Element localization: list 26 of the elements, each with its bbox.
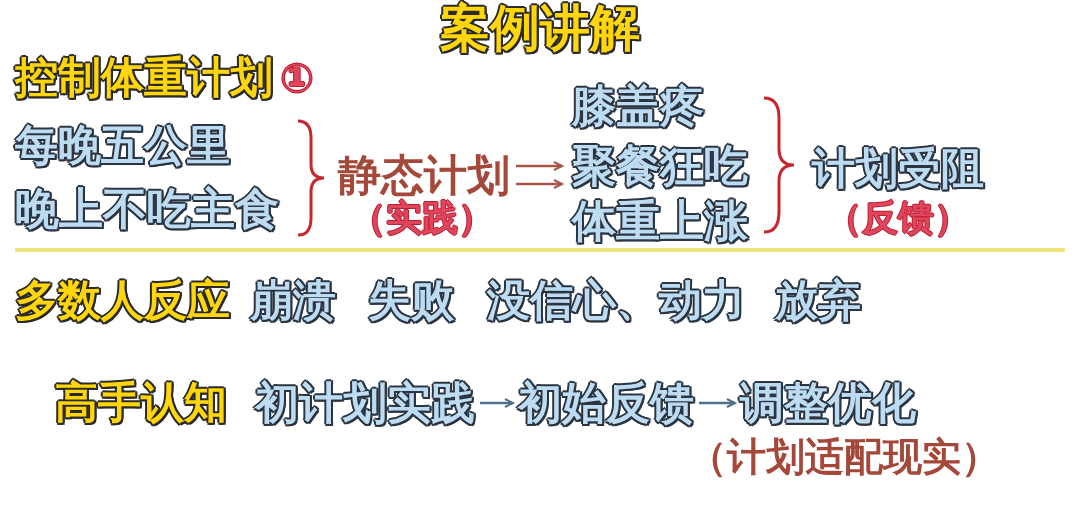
section-heading: 高手认知: [55, 381, 227, 424]
step-text: 初始反馈: [518, 381, 694, 425]
arrow: [699, 398, 736, 408]
note-text: （计划适配现实）: [688, 437, 1000, 476]
plan-heading: 控制体重计划: [15, 56, 273, 99]
plan-label: 静态计划: [338, 154, 510, 197]
note-text: （实践）: [350, 200, 494, 236]
feedback-item: 膝盖疼: [572, 84, 704, 128]
feedback-item: 聚餐狂吃: [572, 144, 748, 188]
arrow: [480, 398, 514, 408]
title: 案例讲解: [440, 3, 640, 53]
reaction-word: 没信心、动力: [487, 279, 745, 322]
plan-item: 晚上不吃主食: [15, 187, 279, 231]
step-text: 调整优化: [740, 381, 916, 425]
feedback-item: 体重上涨: [572, 199, 748, 243]
note-text: （反馈）: [826, 200, 970, 236]
circled-number: ①: [280, 58, 314, 98]
reaction-word: 崩溃: [250, 279, 336, 322]
step-text: 初计划实践: [255, 381, 475, 425]
arrow: [516, 179, 563, 189]
result-text: 计划受阻: [812, 147, 984, 190]
plan-item: 每晚五公里: [15, 124, 230, 167]
reaction-word: 失败: [368, 279, 454, 322]
section-heading: 多数人反应: [15, 279, 230, 322]
reaction-word: 放弃: [775, 279, 861, 322]
arrow: [516, 161, 563, 171]
